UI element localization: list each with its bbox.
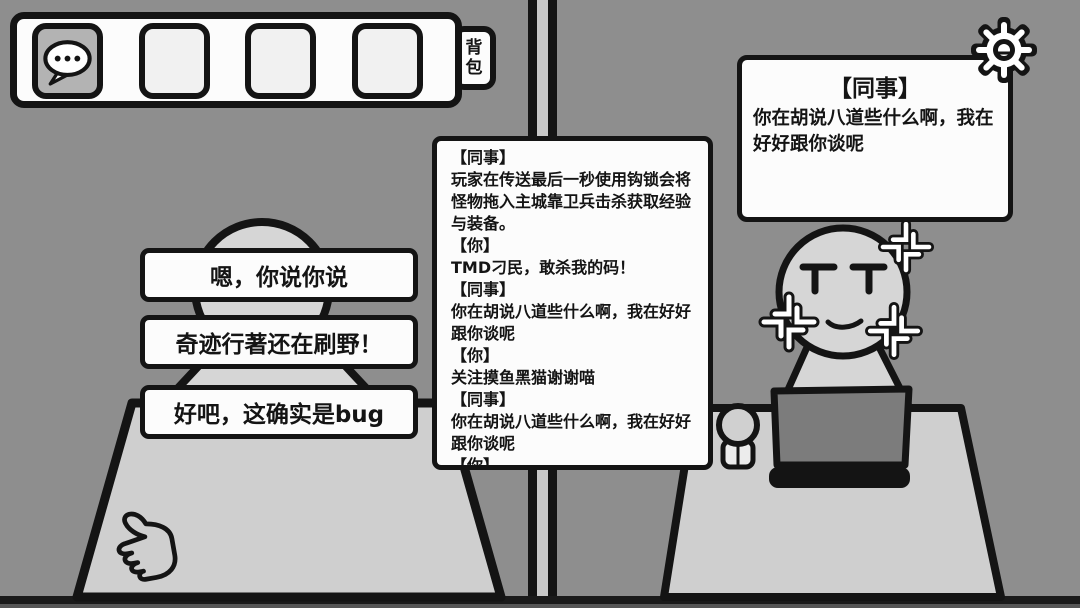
backpack-label-char2: 包 — [465, 58, 483, 78]
log-speaker: 【你】 — [451, 456, 500, 470]
choice-button-2[interactable]: 奇迹行著还在刷野！ — [140, 315, 418, 369]
speech-bubble: 【同事】 你在胡说八道些什么啊，我在好好跟你谈呢 — [737, 55, 1013, 222]
angry-face — [799, 263, 888, 330]
mug-icon — [716, 403, 760, 470]
floor-strip — [0, 604, 1080, 608]
chat-bubble-icon — [43, 40, 92, 86]
dialog-history-panel: 【同事】 玩家在传送最后一秒使用钩锁会将怪物拖入主城靠卫兵击杀获取经验与装备。 … — [432, 136, 713, 470]
log-speaker: 【你】 — [451, 346, 500, 365]
log-text: 你在胡说八道些什么啊，我在好好跟你谈呢 — [451, 412, 692, 453]
log-speaker: 【同事】 — [451, 148, 516, 167]
speech-bubble-text: 你在胡说八道些什么啊，我在好好跟你谈呢 — [753, 108, 994, 155]
hotbar-slot-empty-4[interactable] — [352, 23, 423, 99]
choice-button-3[interactable]: 好吧，这确实是bug — [140, 385, 418, 439]
log-text: 关注摸鱼黑猫谢谢喵 — [451, 368, 596, 387]
log-speaker: 【同事】 — [451, 280, 516, 299]
backpack-label-char1: 背 — [465, 38, 483, 58]
log-text: 你在胡说八道些什么啊，我在好好跟你谈呢 — [451, 302, 692, 343]
choice-button-1[interactable]: 嗯，你说你说 — [140, 248, 418, 302]
speech-bubble-speaker: 【同事】 — [829, 76, 921, 102]
gear-icon[interactable] — [968, 12, 1040, 84]
log-speaker: 【同事】 — [451, 390, 516, 409]
log-text: TMD刁民，敢杀我的码！ — [451, 258, 636, 277]
hotbar-slot-chat[interactable] — [32, 23, 103, 99]
thumbs-up-icon — [116, 511, 178, 582]
hotbar — [10, 12, 462, 108]
log-speaker: 【你】 — [451, 236, 500, 255]
log-text: 玩家在传送最后一秒使用钩锁会将怪物拖入主城靠卫兵击杀获取经验与装备。 — [451, 170, 692, 233]
hotbar-slot-empty-3[interactable] — [245, 23, 316, 99]
colleague-character — [764, 224, 929, 416]
hotbar-slot-empty-2[interactable] — [139, 23, 210, 99]
laptop-icon — [769, 385, 913, 488]
floor-line — [0, 596, 1080, 605]
